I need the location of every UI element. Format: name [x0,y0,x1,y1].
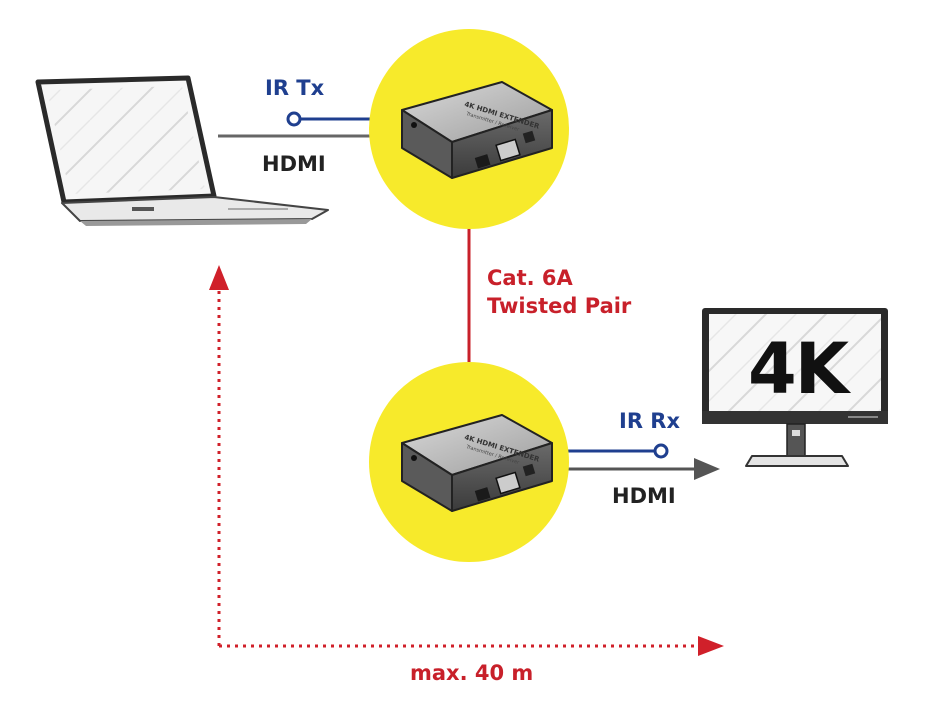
laptop-icon [35,75,329,226]
monitor-icon [702,308,888,467]
distance-label: max. 40 m [410,661,534,685]
hdmi-rx-arrowhead [694,458,720,480]
cable-type-label: Twisted Pair [487,294,632,318]
ir-rx-label: IR Rx [619,409,681,433]
transmitter-icon: 4K HDMI EXTENDER Transmitter / Receiver [401,81,553,179]
ir-tx-label: IR Tx [265,76,325,100]
ir-tx-node [286,111,302,127]
receiver-icon: 4K HDMI EXTENDER Transmitter / Receiver [401,414,553,512]
hdmi-tx-label: HDMI [262,152,326,176]
distance-arrow-up [209,265,229,290]
distance-arrow-right [698,636,724,656]
ir-rx-node [653,443,669,459]
cable-label: Cat. 6A [487,266,573,290]
hdmi-rx-label: HDMI [612,484,676,508]
monitor-4k-text: 4K [748,328,849,410]
